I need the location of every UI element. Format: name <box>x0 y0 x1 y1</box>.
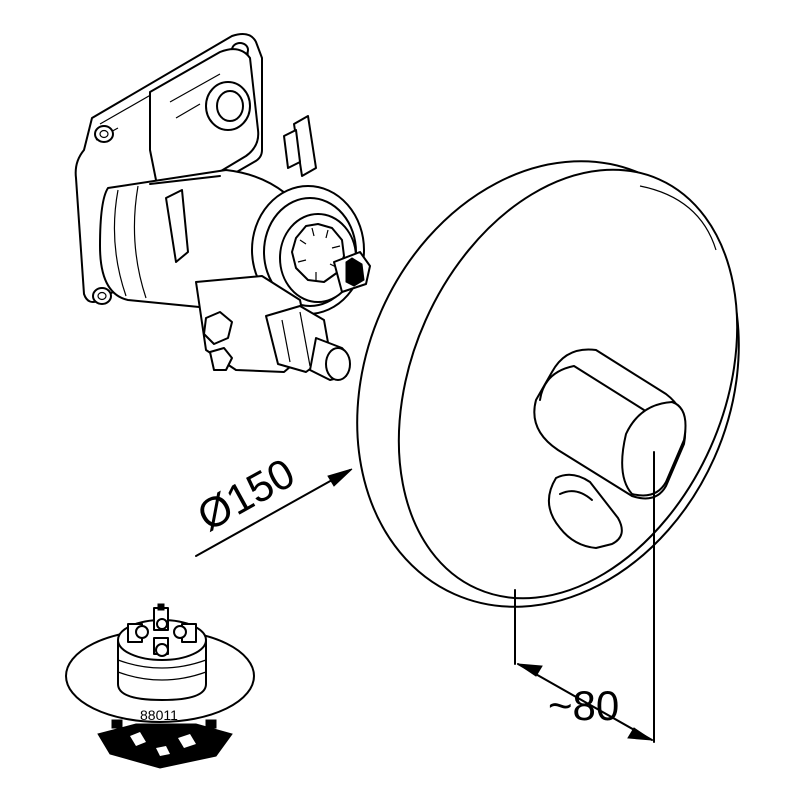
diameter-arrowhead <box>327 468 353 487</box>
rosette-assembly <box>356 160 740 608</box>
concealed-mixer-body <box>74 33 371 381</box>
dimension-projection: ~80 <box>514 451 655 743</box>
diameter-label: Ø150 <box>190 449 303 540</box>
accessory-studs <box>127 603 197 657</box>
projection-arrowhead-right <box>627 727 653 741</box>
side-clip-left <box>165 189 189 263</box>
projection-label: ~80 <box>548 682 619 729</box>
projection-arrowhead-left <box>517 663 543 677</box>
bracket-hole-top <box>94 125 114 143</box>
projection-dimension-line <box>517 663 653 741</box>
accessory-base <box>97 723 233 769</box>
dimension-diameter: Ø150 <box>190 449 353 557</box>
spindle-tip <box>345 257 365 287</box>
lever-end-face <box>621 401 687 497</box>
diameter-leader-line <box>195 469 351 557</box>
bracket-hole-bottom <box>92 287 112 305</box>
lever-ring <box>548 473 623 549</box>
part-number-label: 88011 <box>140 707 178 723</box>
accessory-part: 88011 <box>65 603 255 769</box>
